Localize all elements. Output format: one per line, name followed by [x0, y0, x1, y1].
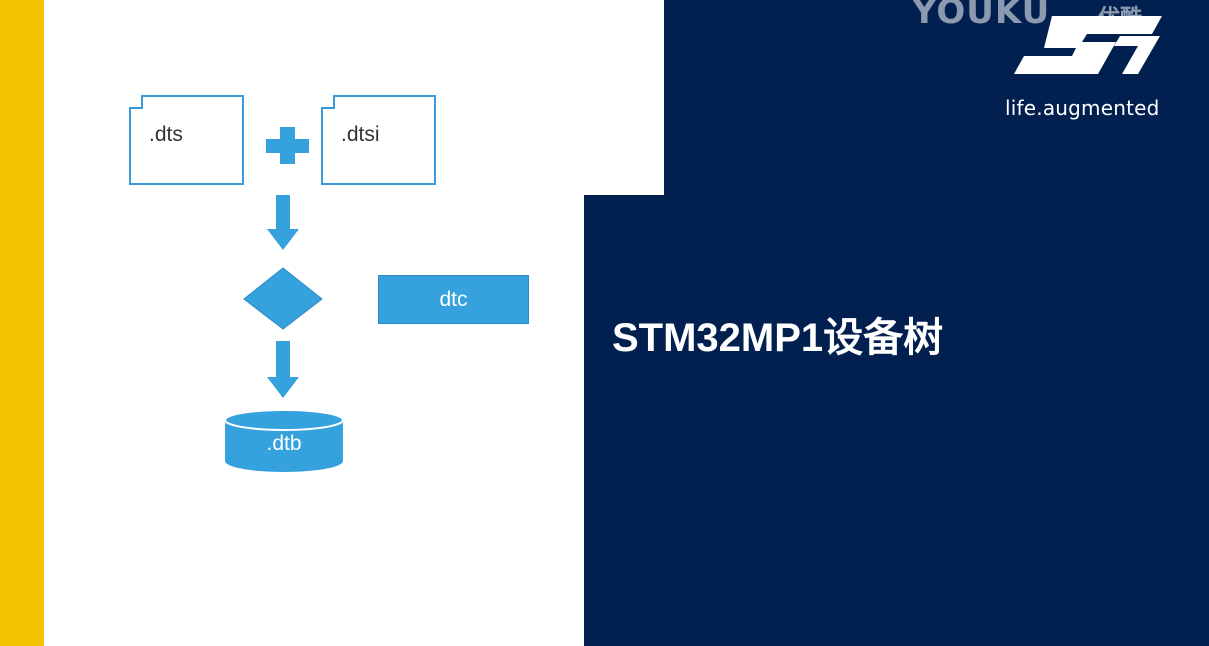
st-logo-icon: [1014, 16, 1162, 74]
down-arrow-icon: [267, 195, 299, 250]
dts-label: .dts: [149, 123, 183, 146]
slide-title: STM32MP1设备树: [612, 316, 944, 360]
page-fold-icon: [321, 95, 335, 109]
dtc-box: dtc: [378, 275, 529, 324]
tagline: life.augmented: [1005, 96, 1160, 120]
dtsi-file-box: .dtsi: [321, 95, 436, 185]
dtc-label: dtc: [439, 287, 468, 311]
database-cylinder-icon: [224, 409, 344, 472]
dtsi-label: .dtsi: [341, 123, 380, 146]
youku-watermark: YOUKU: [912, 0, 1051, 32]
navy-title-block: [584, 195, 1209, 646]
plus-icon: [266, 127, 309, 164]
dtb-label: .dtb: [266, 432, 302, 455]
process-diamond: [243, 267, 323, 330]
yellow-accent-strip: [0, 0, 44, 646]
down-arrow-icon: [267, 341, 299, 398]
dts-file-box: .dts: [129, 95, 244, 185]
page-fold-icon: [129, 95, 143, 109]
